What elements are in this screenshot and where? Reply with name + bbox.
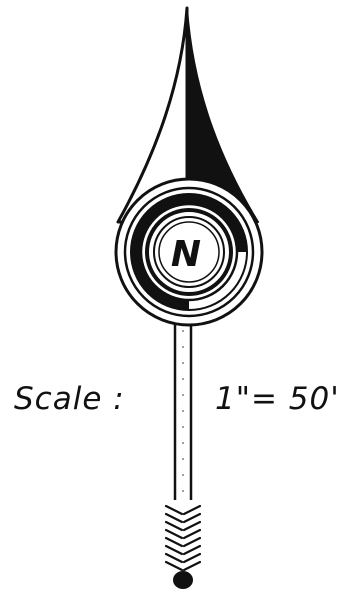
- compass-rosette: N: [114, 177, 264, 327]
- arrow-tail-knob: [173, 571, 193, 589]
- north-arrow-symbol: N: [114, 6, 264, 589]
- scale-value: 1"= 50': [215, 381, 340, 417]
- scale-label: Scale :: [14, 381, 125, 417]
- arrow-head: [116, 6, 259, 224]
- arrow-head-left-half: [116, 6, 189, 224]
- north-letter: N: [171, 234, 201, 275]
- arrow-tail-fletching: [164, 500, 202, 589]
- arrow-head-right-half: [186, 7, 259, 223]
